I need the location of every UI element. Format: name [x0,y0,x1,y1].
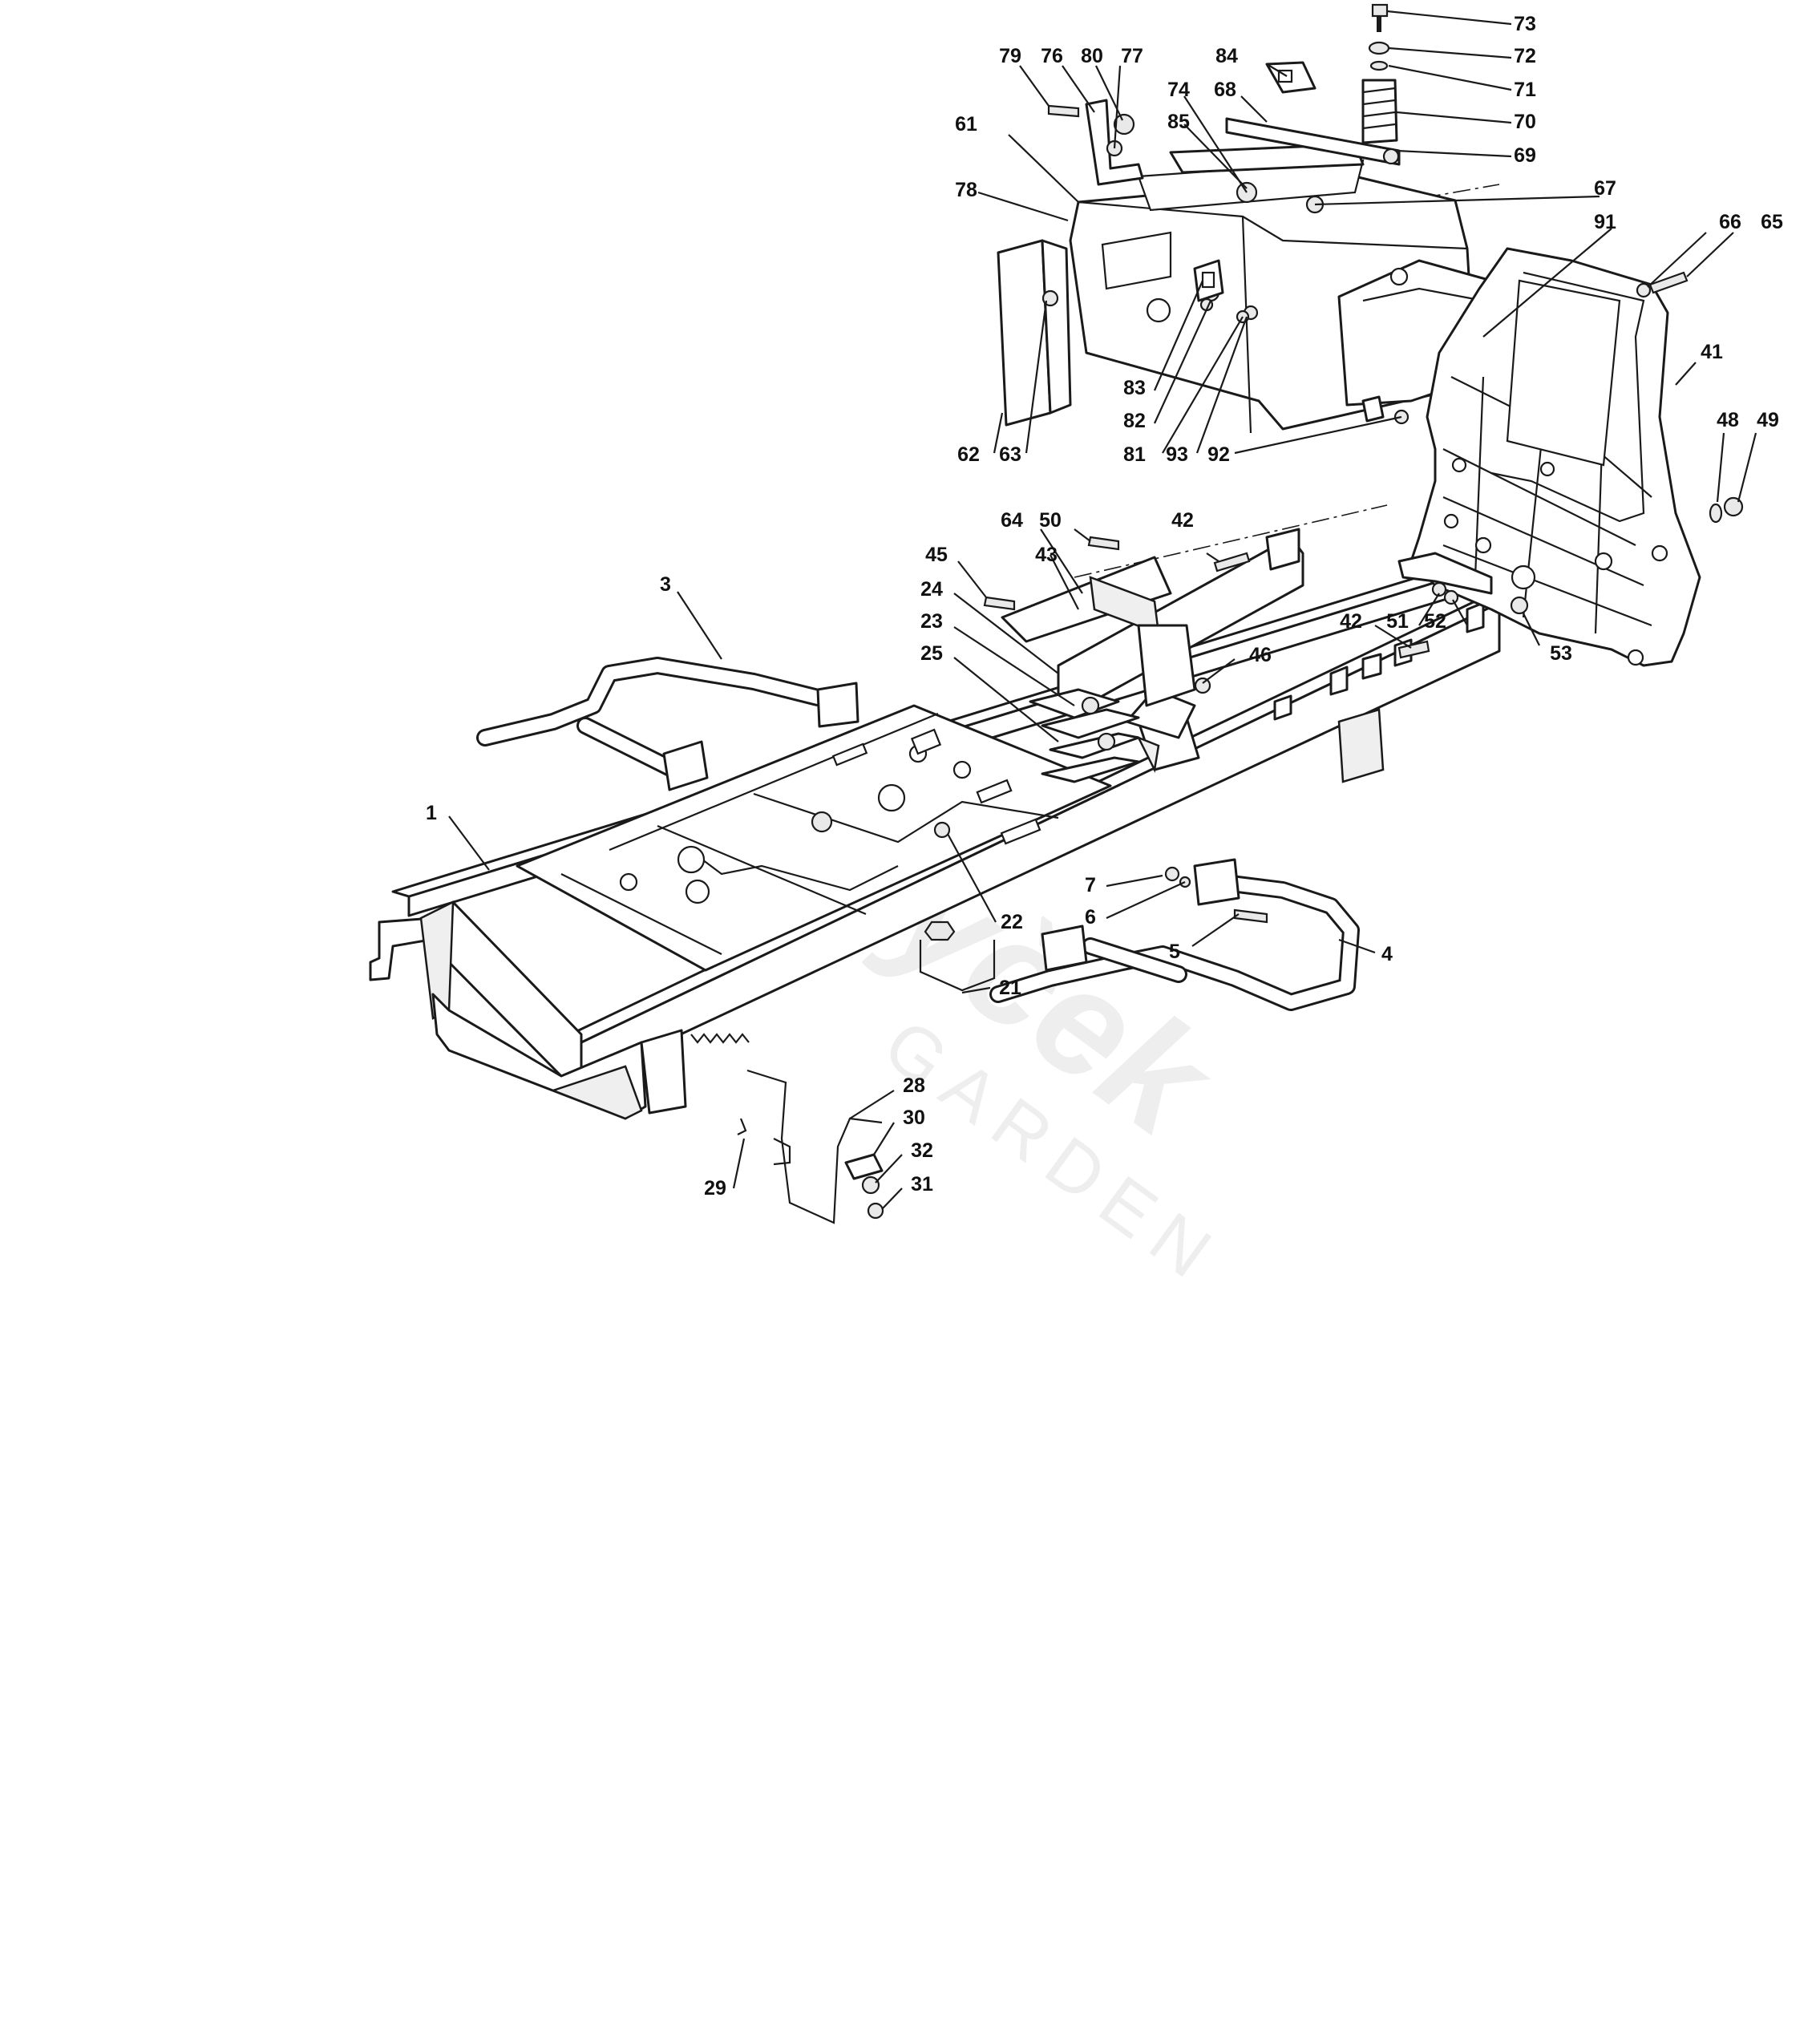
label-42-top: 42 [1171,509,1194,532]
label-28: 28 [903,1074,925,1097]
label-92: 92 [1207,443,1230,466]
label-85: 85 [1167,111,1190,133]
label-84: 84 [1215,45,1238,67]
label-83: 83 [1123,377,1146,399]
label-41: 41 [1701,341,1723,363]
label-52: 52 [1424,610,1446,633]
label-5: 5 [1169,941,1180,963]
label-71: 71 [1514,79,1536,101]
label-49: 49 [1757,409,1779,431]
label-64: 64 [1001,509,1023,532]
label-25: 25 [920,642,943,665]
label-1: 1 [426,802,437,824]
label-24: 24 [920,578,943,601]
rear-plate-41 [1397,247,1701,667]
label-63: 63 [999,443,1021,466]
rear-bracket-assembly [1001,528,1304,715]
spring-rod [690,1033,884,1224]
bolts-right [983,271,1744,694]
spring-stack [1361,3,1398,144]
label-62: 62 [957,443,980,466]
label-68: 68 [1214,79,1236,101]
label-61: 61 [955,113,977,136]
label-93: 93 [1166,443,1188,466]
label-46: 46 [1249,644,1272,666]
label-80: 80 [1081,45,1103,67]
label-48: 48 [1717,409,1739,431]
label-45: 45 [925,544,948,566]
side-panel-62 [997,239,1072,427]
label-69: 69 [1514,144,1536,167]
label-78: 78 [955,179,977,201]
label-7: 7 [1085,874,1096,896]
label-77: 77 [1121,45,1143,67]
fasteners-5-7 [1164,866,1268,924]
label-67: 67 [1594,177,1616,200]
label-81: 81 [1123,443,1146,466]
u-bolt-21 [919,821,996,992]
support-plates [1029,688,1140,783]
label-21: 21 [999,977,1021,999]
label-66: 66 [1719,211,1741,233]
leader-lines [448,10,1757,1210]
label-82: 82 [1123,410,1146,432]
label-74: 74 [1167,79,1190,101]
label-42-right: 42 [1340,610,1362,633]
label-31: 31 [911,1173,933,1196]
label-50: 50 [1039,509,1062,532]
callout-labels: 1 3 4 5 6 7 21 22 23 24 25 28 29 30 31 3… [426,13,1783,1200]
label-91: 91 [1594,211,1616,233]
label-3: 3 [660,573,671,596]
bumper-tube-3 [476,657,859,791]
label-22: 22 [1001,911,1023,933]
label-72: 72 [1514,45,1536,67]
top-rail-68 [1225,117,1401,166]
label-51: 51 [1386,610,1409,633]
label-6: 6 [1085,906,1096,929]
label-53: 53 [1550,642,1572,665]
bumper-tube-4 [989,858,1360,1011]
label-23: 23 [920,610,943,633]
label-65: 65 [1761,211,1783,233]
label-32: 32 [911,1139,933,1162]
label-70: 70 [1514,111,1536,133]
latch-parts [1193,259,1250,324]
bracket-84 [1265,61,1316,94]
label-4: 4 [1381,943,1393,965]
label-30: 30 [903,1107,925,1129]
label-73: 73 [1514,13,1536,35]
label-79: 79 [999,45,1021,67]
bracket-76 [1047,99,1144,186]
label-43: 43 [1035,544,1058,566]
label-76: 76 [1041,45,1063,67]
label-29: 29 [704,1177,726,1200]
